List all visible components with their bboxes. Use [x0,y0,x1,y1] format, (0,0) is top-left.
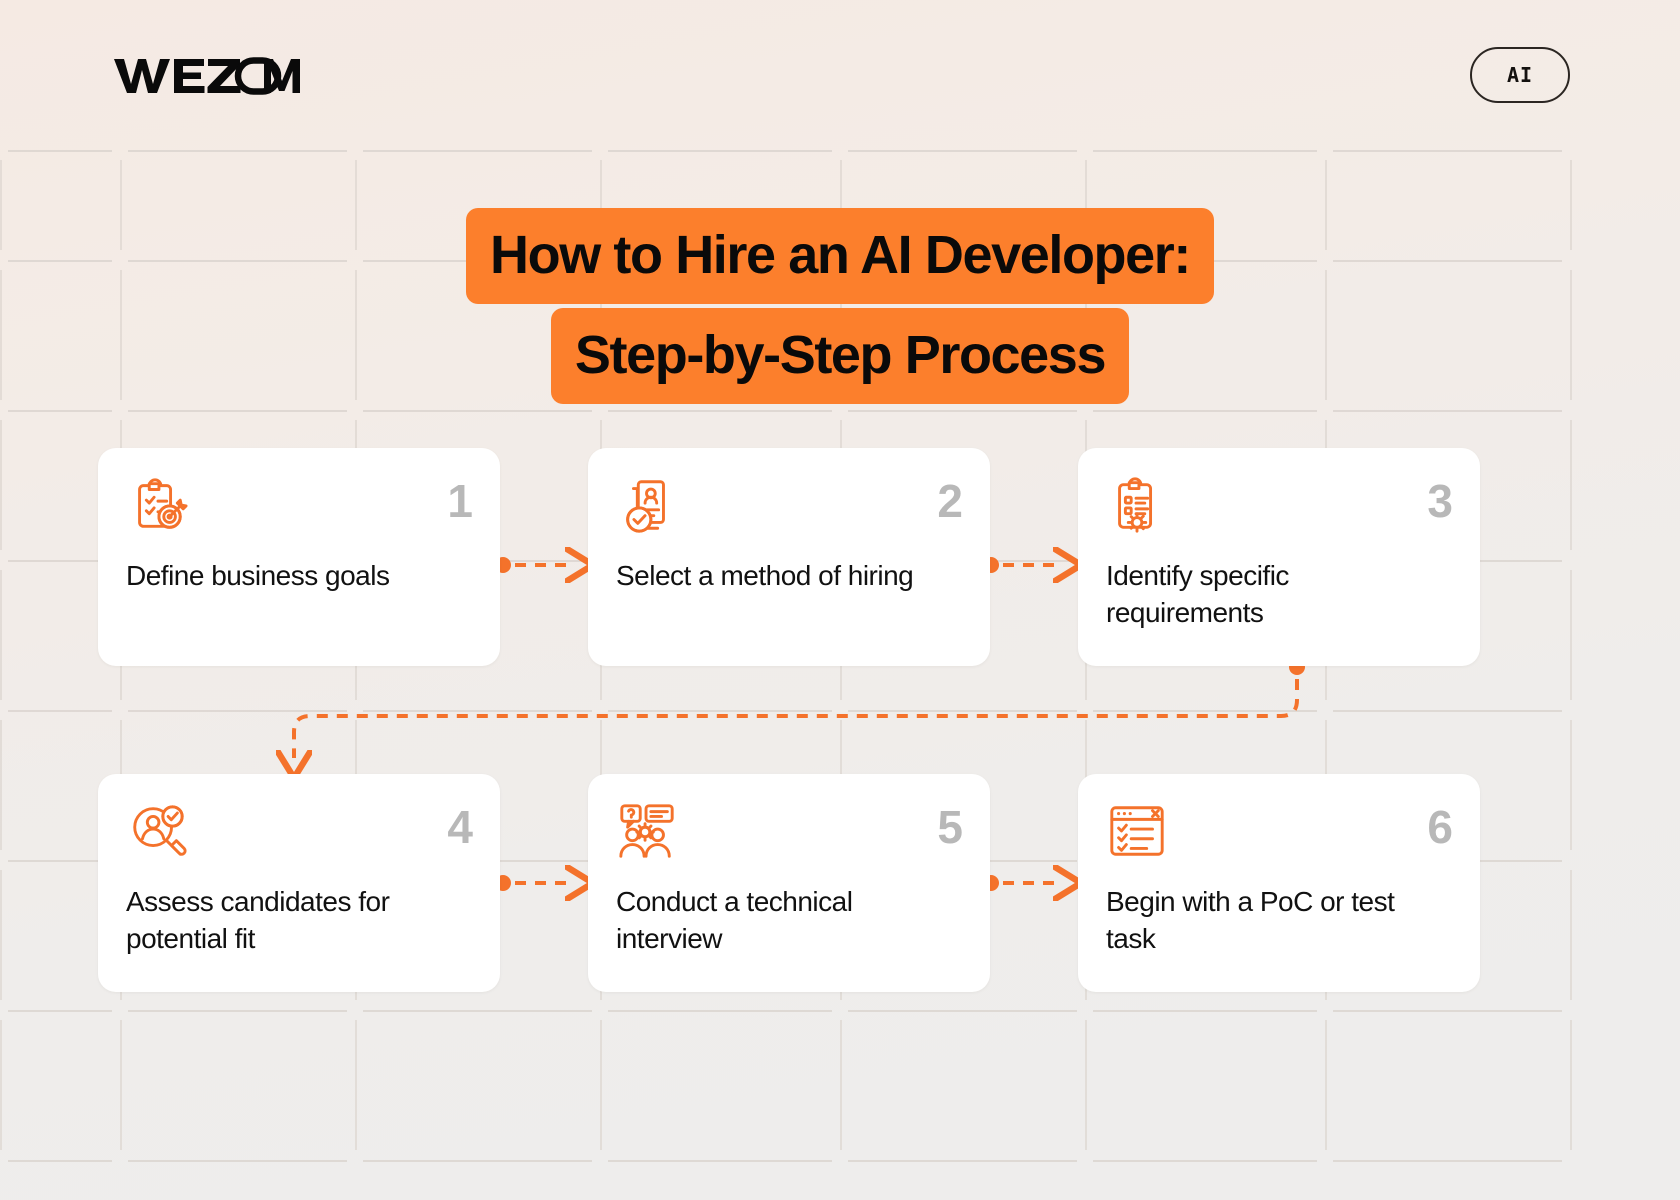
step-card-5[interactable]: 5 Conduct a technical interview [588,774,990,992]
magnifier-person-check-icon [126,800,188,862]
step-card-2-number: 2 [937,475,963,527]
steps-row-1: 1 Define business goals [98,448,1580,666]
browser-checklist-icon [1106,800,1168,862]
step-card-4-label: Assess candidates for potential fit [126,886,390,954]
step-card-5-label: Conduct a technical interview [616,886,853,954]
step-card-1-label: Define business goals [126,560,390,591]
step-card-4[interactable]: 4 Assess candidates for potential fit [98,774,500,992]
steps-grid: 1 Define business goals [98,448,1580,992]
ai-badge-label: AI [1506,63,1534,87]
step-card-6-label: Begin with a PoC or test task [1106,886,1395,954]
clipboard-target-icon [126,474,188,536]
step-card-5-top: 5 [616,800,963,862]
step-card-1-top: 1 [126,474,473,536]
step-card-3-top: 3 [1106,474,1453,536]
step-card-3-number: 3 [1427,475,1453,527]
clipboard-checklist-gear-icon [1106,474,1168,536]
page-title: How to Hire an AI Developer: Step-by-Ste… [0,208,1680,404]
step-card-1-number: 1 [447,475,473,527]
steps-row-2: 4 Assess candidates for potential fit [98,774,1580,992]
step-card-1[interactable]: 1 Define business goals [98,448,500,666]
interview-people-chat-icon [616,800,678,862]
wezom-logo [112,53,302,97]
step-card-2[interactable]: 2 Select a method of hiring [588,448,990,666]
step-card-2-top: 2 [616,474,963,536]
step-card-4-number: 4 [447,801,473,853]
title-line-1: How to Hire an AI Developer: [466,208,1214,304]
resume-check-icon [616,474,678,536]
step-card-6[interactable]: 6 Begin with a PoC or test task [1078,774,1480,992]
step-card-3-label: Identify specific requirements [1106,560,1289,628]
title-line-2: Step-by-Step Process [550,308,1130,404]
step-card-2-label: Select a method of hiring [616,560,914,591]
page-header: AI [0,0,1680,150]
step-card-6-number: 6 [1427,801,1453,853]
step-card-4-top: 4 [126,800,473,862]
step-card-6-top: 6 [1106,800,1453,862]
step-card-3[interactable]: 3 Identify specific requirements [1078,448,1480,666]
step-card-5-number: 5 [937,801,963,853]
ai-badge[interactable]: AI [1470,47,1570,103]
